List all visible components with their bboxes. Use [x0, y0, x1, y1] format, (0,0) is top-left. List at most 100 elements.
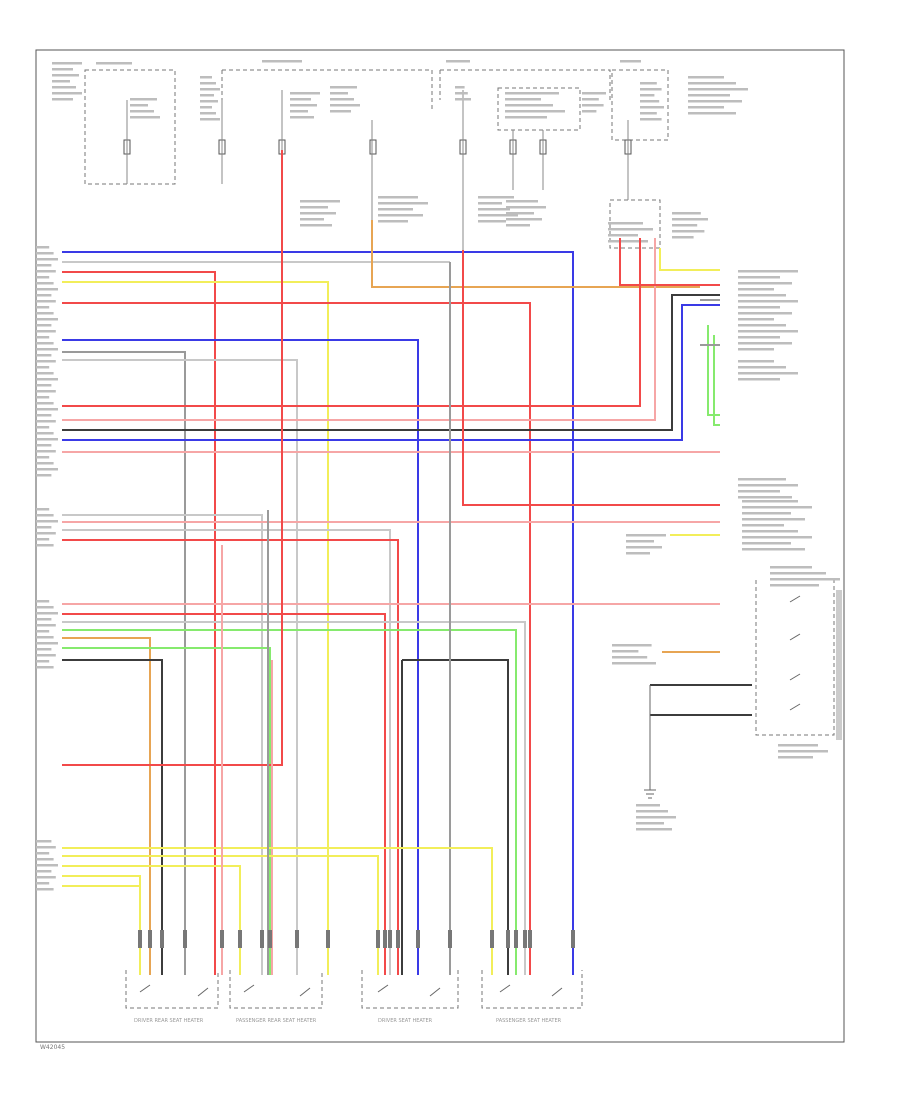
label-line-28 — [36, 474, 52, 477]
label-line-17 — [506, 200, 538, 203]
label-line-28 — [36, 420, 56, 423]
pin-6 — [260, 930, 264, 948]
label-line-17 — [506, 218, 542, 221]
pin-14 — [416, 930, 420, 948]
label-line-16 — [478, 214, 518, 217]
label-line-13 — [688, 112, 736, 115]
label-line-8 — [455, 92, 468, 95]
label-line-28 — [36, 348, 58, 351]
label-line-28 — [36, 318, 58, 321]
label-line-30 — [36, 624, 56, 627]
wire-light_gray-22 — [62, 529, 391, 975]
label-line-11 — [620, 60, 641, 63]
pin-4 — [220, 930, 224, 948]
label-line-32 — [608, 222, 643, 225]
label-line-28 — [36, 270, 56, 273]
label-line-22 — [742, 536, 812, 539]
label-line-19 — [738, 306, 780, 309]
label-line-13 — [688, 88, 748, 91]
label-line-28 — [36, 468, 58, 471]
label-line-25 — [612, 656, 648, 659]
label-line-28 — [36, 456, 50, 459]
label-line-1 — [96, 62, 132, 65]
label-line-28 — [36, 402, 54, 405]
label-line-32 — [608, 240, 648, 243]
label-line-19 — [738, 282, 792, 285]
wire-green-29 — [62, 629, 517, 975]
label-line-30 — [36, 642, 58, 645]
wire-blue-12 — [62, 304, 720, 441]
label-line-3 — [200, 88, 220, 91]
wire-red-2 — [62, 271, 216, 975]
label-line-15 — [378, 196, 418, 199]
label-line-29 — [36, 538, 50, 541]
wire-red-15 — [619, 238, 720, 286]
switch-label-3: DRIVER SEAT HEATER — [378, 1018, 433, 1024]
label-line-15 — [378, 214, 423, 217]
label-line-28 — [36, 294, 52, 297]
label-line-8 — [455, 86, 465, 89]
wire-yellow-3 — [62, 281, 329, 975]
wire-light_gray-28 — [62, 621, 526, 975]
label-line-20 — [738, 360, 774, 363]
wire-red-24 — [462, 250, 720, 506]
label-line-16 — [478, 202, 502, 205]
label-line-28 — [36, 462, 54, 465]
label-line-20 — [738, 372, 798, 375]
label-line-31 — [36, 870, 52, 873]
label-line-6 — [330, 104, 360, 107]
scroll-tab — [836, 590, 842, 740]
label-line-4 — [262, 60, 302, 63]
label-line-17 — [506, 206, 546, 209]
label-line-3 — [200, 118, 220, 121]
label-line-28 — [36, 330, 56, 333]
label-line-3 — [200, 76, 212, 79]
label-line-0 — [52, 86, 76, 89]
label-line-13 — [688, 106, 724, 109]
label-line-30 — [36, 606, 54, 609]
label-line-17 — [506, 224, 530, 227]
wire-yellow-41 — [62, 847, 493, 975]
label-line-28 — [36, 366, 50, 369]
wire-dark-33 — [402, 659, 509, 975]
connector-pins — [138, 930, 575, 948]
label-line-10 — [582, 104, 604, 107]
switch-label-2: PASSENGER REAR SEAT HEATER — [236, 1018, 317, 1024]
label-line-28 — [36, 426, 50, 429]
wire-yellow-44 — [62, 875, 141, 975]
label-line-28 — [36, 438, 58, 441]
label-line-12 — [640, 118, 662, 121]
label-line-9 — [505, 116, 547, 119]
label-line-20 — [738, 366, 786, 369]
label-line-9 — [505, 98, 541, 101]
label-line-6 — [330, 86, 357, 89]
label-line-28 — [36, 246, 50, 249]
label-line-5 — [290, 110, 308, 113]
label-line-10 — [582, 92, 606, 95]
label-line-19 — [738, 294, 786, 297]
pin-2 — [160, 930, 164, 948]
label-line-23 — [770, 584, 819, 587]
label-line-27 — [636, 810, 668, 813]
pin-19 — [523, 930, 527, 948]
label-line-0 — [52, 92, 82, 95]
label-line-28 — [36, 276, 50, 279]
label-line-29 — [36, 532, 56, 535]
label-line-28 — [36, 282, 54, 285]
label-line-16 — [478, 208, 510, 211]
label-line-14 — [300, 224, 332, 227]
pin-21 — [571, 930, 575, 948]
wire-pink-10 — [62, 238, 656, 421]
page-number: W42045 — [40, 1044, 65, 1051]
label-line-30 — [36, 600, 50, 603]
label-line-5 — [290, 104, 317, 107]
label-line-16 — [478, 196, 514, 199]
label-line-5 — [290, 116, 314, 119]
label-line-25 — [612, 650, 639, 653]
label-line-14 — [300, 206, 328, 209]
label-line-23 — [770, 578, 840, 581]
pin-9 — [326, 930, 330, 948]
label-line-30 — [36, 612, 58, 615]
